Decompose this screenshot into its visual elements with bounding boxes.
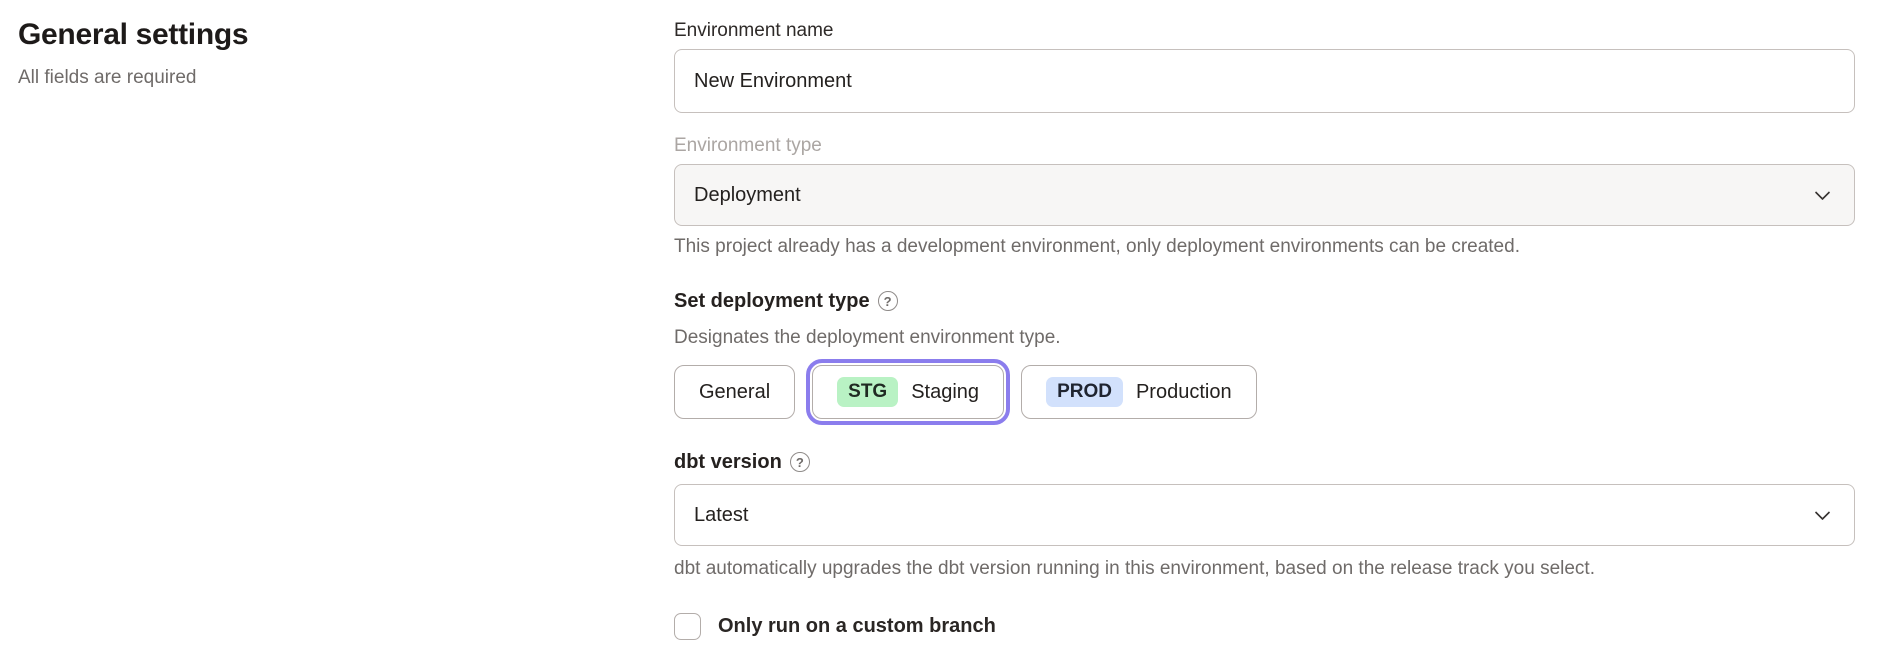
production-badge: PROD xyxy=(1046,377,1123,407)
dbt-version-value: Latest xyxy=(694,503,749,526)
help-icon[interactable]: ? xyxy=(877,291,898,311)
deployment-type-staging-label: Staging xyxy=(911,380,980,403)
custom-branch-label[interactable]: Only run on a custom branch xyxy=(718,615,996,637)
dbt-version-select[interactable]: Latest xyxy=(674,484,1855,546)
page-title: General settings xyxy=(18,18,249,51)
page-subtitle: All fields are required xyxy=(18,67,197,88)
deployment-type-production-button[interactable]: PROD Production xyxy=(1021,365,1257,419)
deployment-type-production-label: Production xyxy=(1135,380,1232,403)
staging-badge: STG xyxy=(837,377,899,407)
environment-name-label: Environment name xyxy=(674,20,834,41)
chevron-down-icon xyxy=(1814,184,1831,201)
chevron-down-icon xyxy=(1814,504,1831,521)
environment-type-value: Deployment xyxy=(694,183,801,206)
custom-branch-row: Only run on a custom branch xyxy=(674,613,1855,640)
general-settings-form: Environment name Environment type Deploy… xyxy=(674,20,1855,640)
environment-type-helper: This project already has a development e… xyxy=(674,236,1520,257)
dbt-version-helper: dbt automatically upgrades the dbt versi… xyxy=(674,558,1595,579)
deployment-type-description: Designates the deployment environment ty… xyxy=(674,327,1061,348)
deployment-type-heading: Set deployment type ? xyxy=(674,290,1855,312)
section-intro: General settings All fields are required xyxy=(18,16,578,89)
environment-type-label: Environment type xyxy=(674,135,822,156)
deployment-type-heading-text: Set deployment type xyxy=(674,290,870,312)
environment-name-input[interactable] xyxy=(674,49,1855,113)
dbt-version-heading: dbt version ? xyxy=(674,451,1855,473)
help-icon[interactable]: ? xyxy=(789,452,810,472)
dbt-version-heading-text: dbt version xyxy=(674,451,782,473)
deployment-type-general-button[interactable]: General xyxy=(674,365,796,419)
environment-type-select[interactable]: Deployment xyxy=(674,164,1855,226)
deployment-type-staging-button[interactable]: STG Staging xyxy=(806,359,1011,425)
deployment-type-options: General STG Staging PROD Production xyxy=(674,359,1855,425)
custom-branch-checkbox[interactable] xyxy=(674,613,701,640)
deployment-type-general-label: General xyxy=(699,380,771,403)
